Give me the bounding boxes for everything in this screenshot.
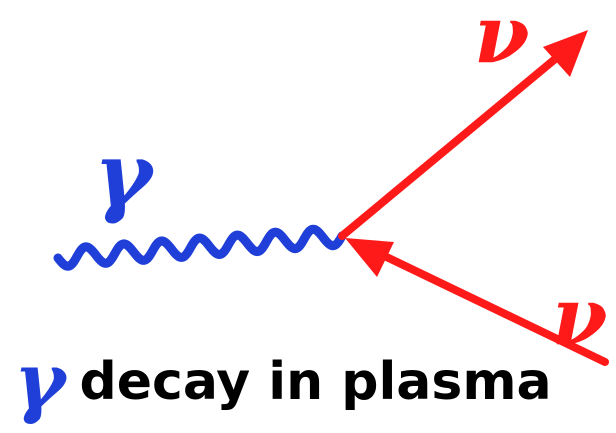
photon-propagator (53, 224, 347, 271)
outgoing-neutrino-label: ν (474, 0, 530, 81)
incoming-neutrino-arrowhead (345, 238, 394, 277)
caption-text: decay in plasma (79, 352, 552, 412)
caption: γ decay in plasma (14, 332, 552, 432)
photon-label: γ (94, 122, 156, 226)
outgoing-neutrino-line (338, 36, 582, 240)
caption-photon-symbol: γ (14, 336, 66, 427)
incoming-neutrino-line (368, 246, 609, 366)
outgoing-neutrino-arrowhead (543, 30, 588, 77)
incoming-neutrino-label: ν (552, 269, 608, 363)
